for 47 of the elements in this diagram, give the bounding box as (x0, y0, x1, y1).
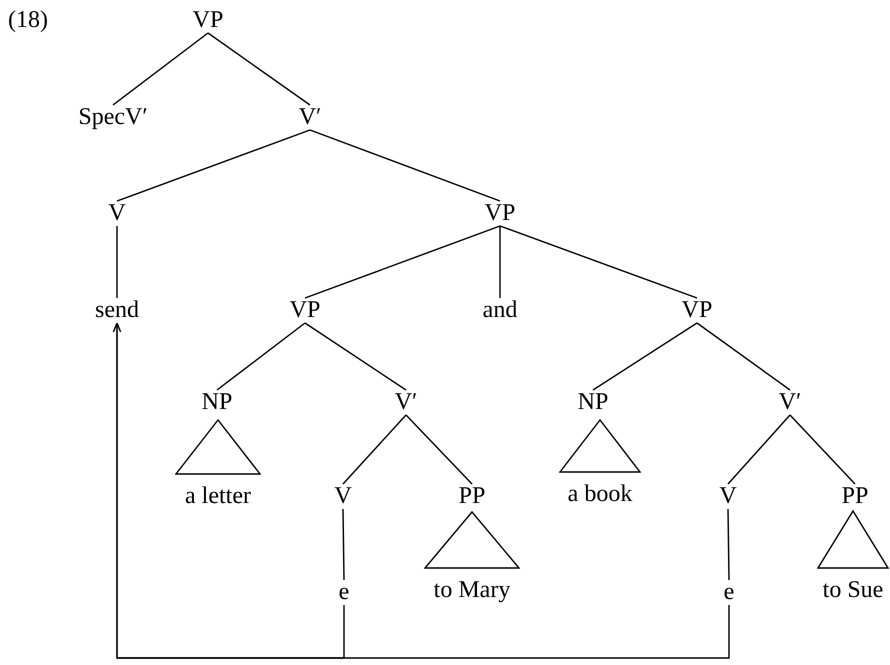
tree-branch (216, 322, 306, 391)
tree-node-label: e (338, 579, 350, 605)
tree-node-label: V′ (394, 389, 418, 415)
constituent-triangle (559, 419, 641, 473)
tree-branch (789, 414, 856, 484)
tree-branch (112, 32, 208, 106)
phrase-text: to Mary (434, 577, 510, 603)
tree-node-label: VP (290, 297, 320, 323)
tree-node-label: NP (578, 389, 608, 415)
tree-node-label: PP (842, 483, 868, 509)
constituent-triangle (175, 419, 261, 475)
tree-node-label: VP (484, 200, 516, 226)
tree-branch (304, 322, 406, 391)
tree-node-label: V (108, 200, 126, 226)
tree-node-label: PP (458, 483, 486, 509)
tree-branch (208, 32, 310, 106)
phrase-text: a book (568, 481, 632, 507)
tree-branch (592, 322, 698, 391)
tree-node-label: V′ (778, 389, 802, 415)
tree-branch (342, 509, 345, 580)
tree-branch (696, 322, 790, 391)
tree-branch (727, 414, 791, 484)
tree-node-label: V (334, 483, 352, 509)
constituent-triangle (817, 510, 889, 569)
example-number: (18) (8, 6, 48, 34)
tree-node-label: send (95, 297, 139, 323)
tree-branch (116, 226, 118, 298)
tree-branch (342, 414, 407, 484)
tree-node-label: e (724, 579, 734, 605)
tree-branch (727, 509, 730, 580)
tree-node-label: VP (682, 297, 712, 323)
constituent-triangle (424, 511, 520, 569)
tree-branch (310, 129, 500, 202)
phrase-text: to Sue (822, 577, 884, 603)
tree-branch (116, 129, 310, 202)
phrase-text: a letter (185, 483, 251, 509)
tree-node-label: and (482, 297, 518, 323)
tree-node-label: V (719, 483, 737, 509)
movement-arrow (112, 322, 730, 659)
tree-branch (499, 226, 501, 298)
tree-node-label: V′ (298, 104, 322, 130)
tree-branch (500, 225, 698, 299)
tree-branch (304, 225, 500, 299)
tree-node-label: VP (192, 7, 224, 33)
tree-node-label: NP (202, 389, 232, 415)
tree-branch (406, 414, 472, 484)
tree-node-label: SpecV′ (78, 104, 148, 130)
